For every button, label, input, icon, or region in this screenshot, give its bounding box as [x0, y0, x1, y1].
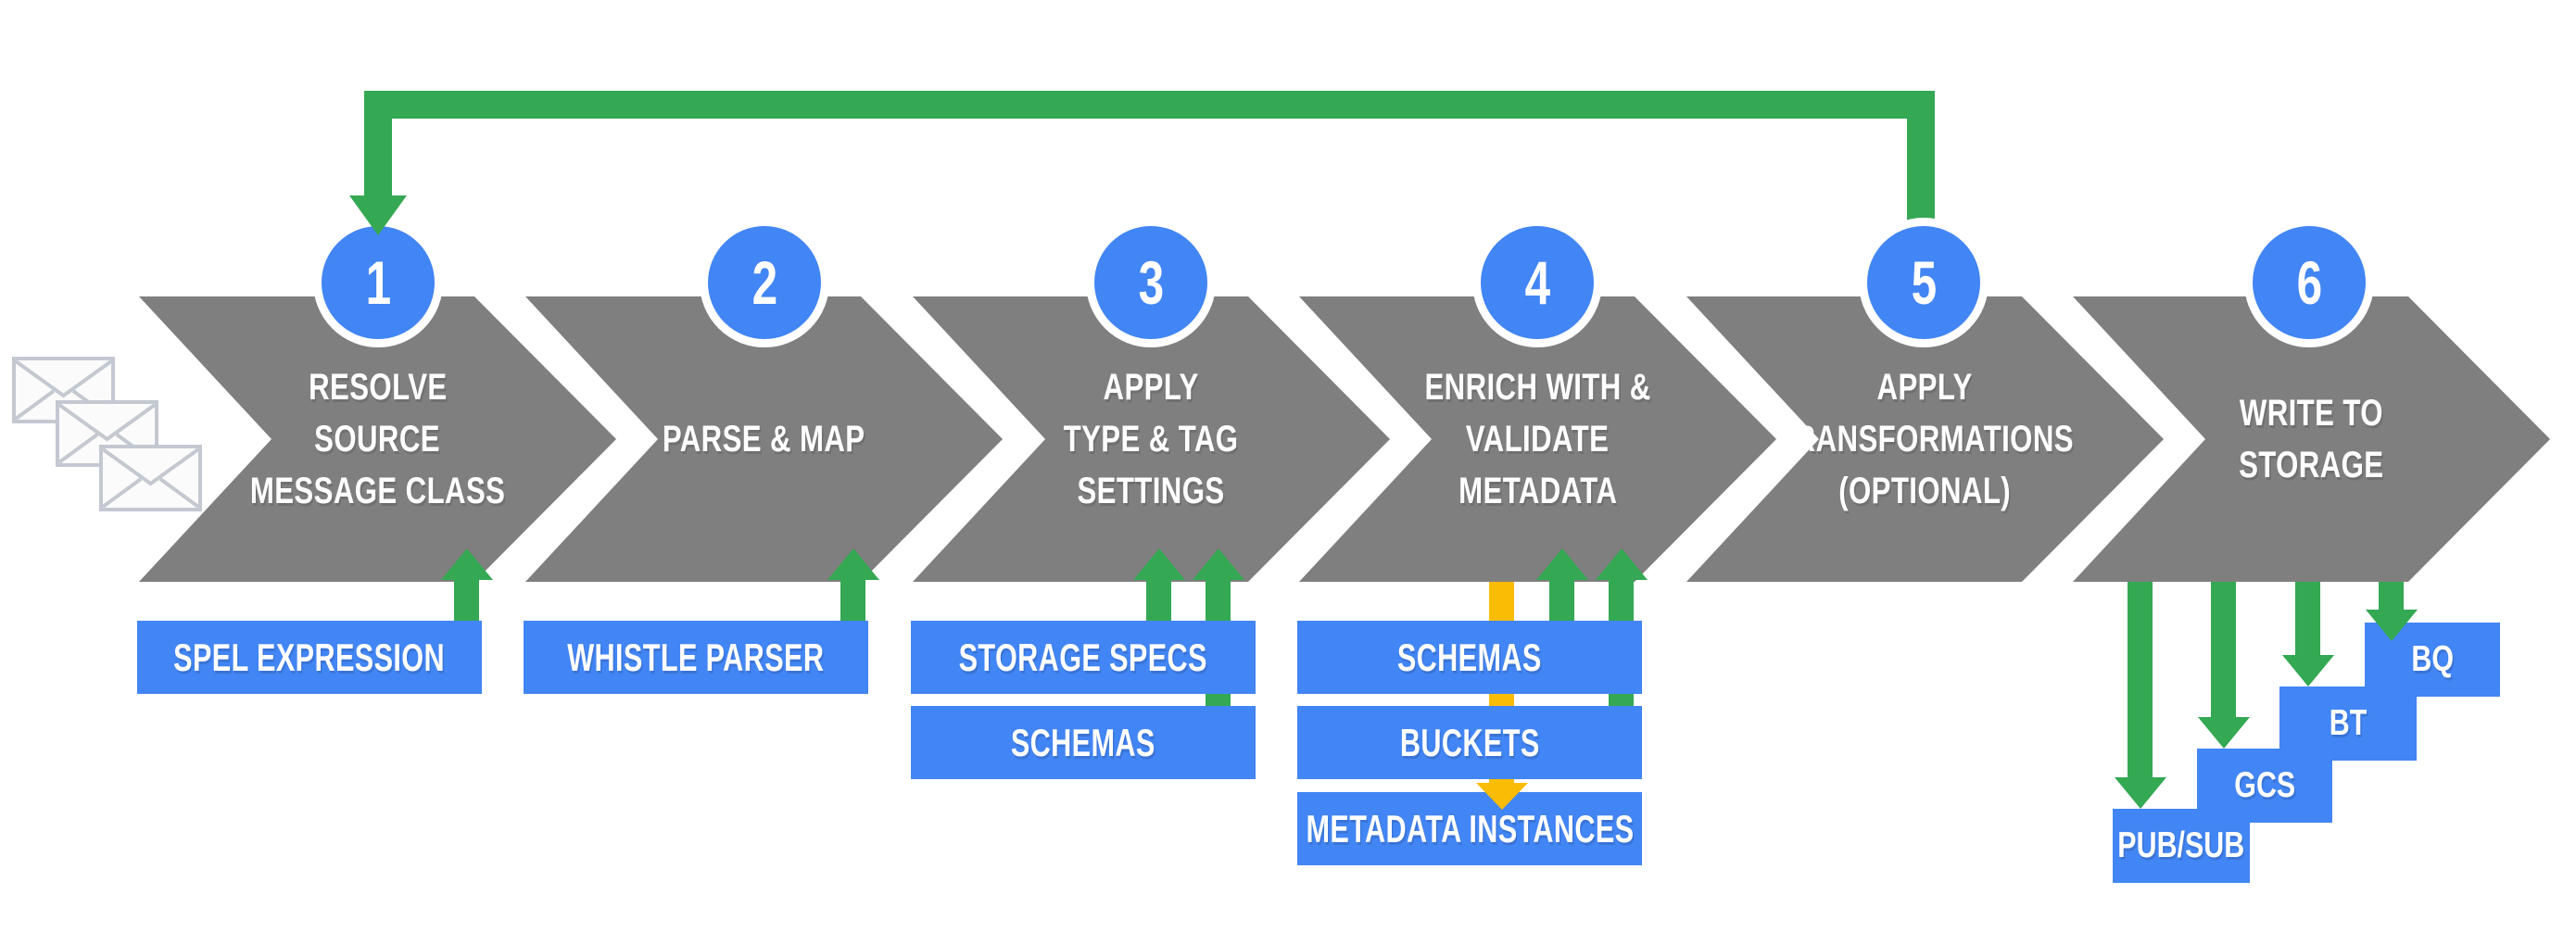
step-5-label: APPLY TRANSFORMATIONS (OPTIONAL)	[1751, 296, 2099, 582]
arrow-spel-to-step1	[454, 578, 479, 623]
down-arrowhead-icon	[2282, 655, 2334, 686]
step-2-label: PARSE & MAP	[590, 296, 938, 582]
up-arrowhead-icon	[1596, 548, 1648, 580]
step-number: 2	[751, 248, 777, 317]
step-number: 6	[2296, 248, 2322, 317]
box-metadata-instances: METADATA INSTANCES	[1297, 792, 1642, 865]
box-spel-expression: SPEL EXPRESSION	[137, 621, 482, 694]
up-arrowhead-icon	[827, 548, 879, 580]
sink-label: GCS	[2234, 765, 2295, 805]
loop-arrow-top-bar	[364, 91, 1935, 119]
down-arrowhead-icon	[2115, 777, 2166, 809]
box-label: SPEL EXPRESSION	[173, 635, 446, 679]
box-label: STORAGE SPECS	[958, 635, 1208, 679]
step-label-line: RESOLVE	[308, 367, 448, 408]
step-label-line: TRANSFORMATIONS	[1776, 419, 2074, 460]
step-number: 4	[1524, 248, 1550, 317]
loop-arrowhead-icon	[349, 195, 407, 235]
loop-arrow-left-leg	[364, 91, 392, 196]
step-label-line: MESSAGE CLASS	[249, 471, 506, 511]
step-circle-6: 6	[2244, 218, 2374, 347]
arrow-step6-to-bt	[2295, 582, 2320, 657]
box-buckets: BUCKETS	[1297, 706, 1642, 779]
step-label-line: PARSE & MAP	[663, 419, 865, 460]
up-arrowhead-icon	[1133, 548, 1185, 580]
sink-label: BQ	[2411, 639, 2454, 679]
sink-label: PUB/SUB	[2117, 825, 2245, 865]
box-schemas-step4: SCHEMAS	[1297, 621, 1642, 694]
step-label-line: VALIDATE	[1466, 419, 1610, 460]
step-label-line: WRITE TO	[2239, 393, 2384, 434]
up-arrowhead-icon	[1193, 548, 1244, 580]
step-label-line: ENRICH WITH &	[1424, 367, 1651, 408]
step-6-label: WRITE TO STORAGE	[2138, 296, 2485, 582]
down-arrowhead-icon	[2198, 717, 2250, 749]
box-bt: BT	[2279, 686, 2417, 761]
up-arrowhead-icon	[441, 548, 493, 580]
step-number: 5	[1911, 248, 1937, 317]
step-1-label: RESOLVE SOURCE MESSAGE CLASS	[204, 296, 551, 582]
loop-arrow-right-leg	[1907, 91, 1935, 227]
step-label-line: STORAGE	[2239, 445, 2384, 485]
step-3-label: APPLY TYPE & TAG SETTINGS	[978, 296, 1325, 582]
step-circle-1: 1	[313, 218, 443, 347]
box-label: WHISTLE PARSER	[567, 635, 825, 679]
step-number: 1	[365, 248, 391, 317]
step-circle-2: 2	[700, 218, 829, 347]
down-arrowhead-icon	[1476, 783, 1528, 810]
box-schemas-step3: SCHEMAS	[911, 706, 1256, 779]
step-circle-3: 3	[1086, 218, 1216, 347]
box-whistle-parser: WHISTLE PARSER	[524, 621, 868, 694]
step-label-line: METADATA	[1458, 471, 1618, 511]
step-label-line: TYPE & TAG	[1064, 419, 1239, 460]
step-number: 3	[1138, 248, 1164, 317]
step-label-line: APPLY	[1876, 367, 1974, 408]
step-circle-5: 5	[1859, 218, 1989, 347]
step-4-label: ENRICH WITH & VALIDATE METADATA	[1364, 296, 1711, 582]
box-label: SCHEMAS	[1011, 720, 1155, 764]
arrow-step6-to-bq	[2379, 582, 2404, 611]
box-label: SCHEMAS	[1397, 635, 1542, 679]
step-label-line: (OPTIONAL)	[1838, 471, 2012, 511]
step-label-line: APPLY	[1103, 367, 1200, 408]
arrow-step6-to-gcs	[2211, 582, 2236, 719]
down-arrowhead-icon	[2366, 610, 2418, 641]
sink-label: BT	[2329, 703, 2368, 743]
arrow-step6-to-pubsub	[2128, 582, 2153, 779]
arrow-schemas-to-step4	[1549, 578, 1574, 623]
box-gcs: GCS	[2197, 749, 2332, 823]
up-arrowhead-icon	[1536, 548, 1588, 580]
arrow-storagespecs-to-step3	[1146, 578, 1171, 623]
box-storage-specs: STORAGE SPECS	[911, 621, 1256, 694]
arrow-whistle-to-step2	[840, 578, 865, 623]
step-label-line: SETTINGS	[1077, 471, 1226, 511]
box-label: METADATA INSTANCES	[1305, 806, 1635, 850]
box-label: BUCKETS	[1399, 720, 1540, 764]
step-label-line: SOURCE	[314, 419, 441, 460]
step-circle-4: 4	[1472, 218, 1602, 347]
envelope-icon	[99, 445, 202, 511]
